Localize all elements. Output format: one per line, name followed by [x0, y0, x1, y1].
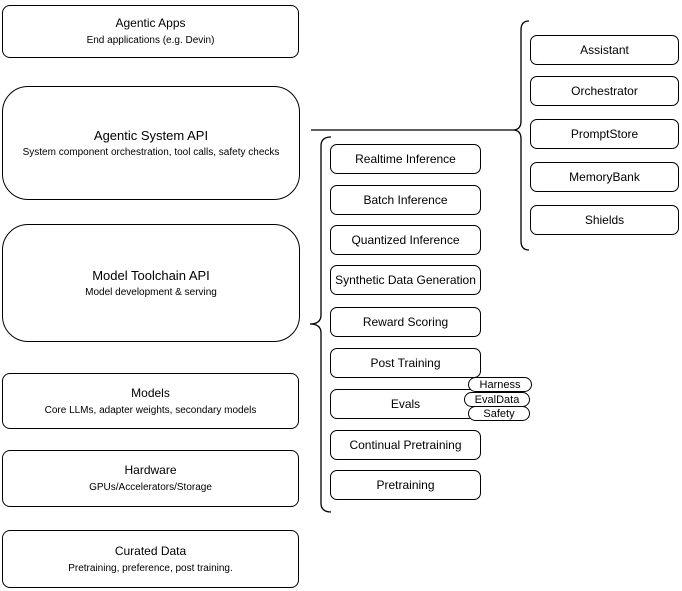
- node-title: Models: [131, 385, 170, 400]
- node-assistant: Assistant: [530, 35, 679, 65]
- node-model-toolchain-api: Model Toolchain API Model development & …: [2, 224, 300, 342]
- node-quantized-inference: Quantized Inference: [330, 225, 481, 255]
- node-evals: Evals: [330, 389, 481, 419]
- node-pretraining: Pretraining: [330, 470, 481, 500]
- node-memorybank: MemoryBank: [530, 162, 679, 192]
- node-batch-inference: Batch Inference: [330, 185, 481, 215]
- node-agentic-apps: Agentic Apps End applications (e.g. Devi…: [2, 5, 299, 58]
- node-title: Agentic Apps: [115, 16, 186, 30]
- node-subtitle: System component orchestration, tool cal…: [22, 146, 280, 158]
- node-promptstore: PromptStore: [530, 119, 679, 149]
- node-shields: Shields: [530, 205, 679, 235]
- node-realtime-inference: Realtime Inference: [330, 144, 481, 174]
- node-orchestrator: Orchestrator: [530, 76, 679, 106]
- node-title: Hardware: [124, 463, 177, 477]
- node-subtitle: GPUs/Accelerators/Storage: [89, 482, 212, 493]
- node-reward-scoring: Reward Scoring: [330, 307, 481, 337]
- tag-harness: Harness: [468, 377, 532, 392]
- node-models: Models Core LLMs, adapter weights, secon…: [2, 373, 299, 429]
- node-subtitle: End applications (e.g. Devin): [86, 35, 215, 46]
- node-title: Curated Data: [114, 543, 187, 558]
- node-title: Agentic System API: [93, 127, 209, 143]
- node-agentic-system-api: Agentic System API System component orch…: [2, 86, 300, 200]
- node-synthetic-data-generation: Synthetic Data Generation: [330, 265, 481, 295]
- right-group-brace: [512, 20, 530, 251]
- node-subtitle: Model development & serving: [85, 286, 217, 298]
- tag-safety: Safety: [468, 406, 530, 421]
- tag-evaldata: EvalData: [464, 392, 530, 407]
- node-post-training: Post Training: [330, 348, 481, 378]
- node-subtitle: Core LLMs, adapter weights, secondary mo…: [44, 404, 257, 416]
- node-continual-pretraining: Continual Pretraining: [330, 430, 481, 460]
- node-title: Model Toolchain API: [92, 267, 210, 283]
- node-hardware: Hardware GPUs/Accelerators/Storage: [2, 450, 299, 507]
- node-subtitle: Pretraining, preference, post training.: [68, 562, 233, 574]
- node-curated-data: Curated Data Pretraining, preference, po…: [2, 530, 299, 588]
- middle-group-brace: [309, 136, 332, 513]
